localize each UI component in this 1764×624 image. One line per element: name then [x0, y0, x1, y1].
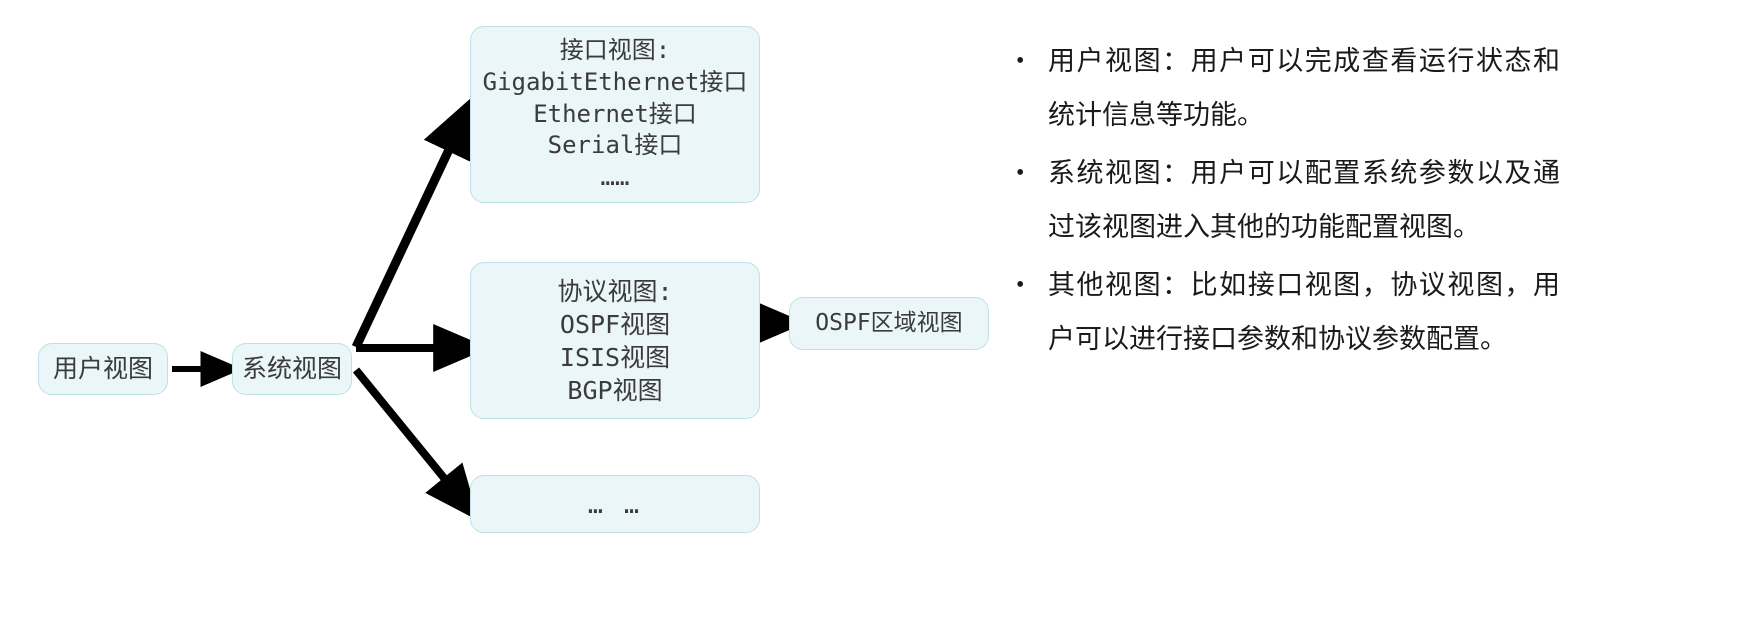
list-item: • 其他视图：比如接口视图，协议视图，用户可以进行接口参数和协议参数配置。	[1000, 258, 1560, 366]
node-system-view[interactable]: 系统视图	[232, 343, 352, 395]
node-interface-view[interactable]: 接口视图: GigabitEthernet接口 Ethernet接口 Seria…	[470, 26, 760, 203]
list-item: • 用户视图：用户可以完成查看运行状态和统计信息等功能。	[1000, 34, 1560, 142]
node-protocol-view[interactable]: 协议视图: OSPF视图 ISIS视图 BGP视图	[470, 262, 760, 419]
list-item: • 系统视图：用户可以配置系统参数以及通过该视图进入其他的功能配置视图。	[1000, 146, 1560, 254]
bullet-marker-icon: •	[1016, 272, 1025, 298]
bullet-text: 系统视图：用户可以配置系统参数以及通过该视图进入其他的功能配置视图。	[1048, 158, 1560, 242]
bullet-marker-icon: •	[1016, 160, 1025, 186]
node-ospf-area-view[interactable]: OSPF区域视图	[789, 297, 989, 350]
node-more-views[interactable]: … …	[470, 475, 760, 533]
bullet-text: 其他视图：比如接口视图，协议视图，用户可以进行接口参数和协议参数配置。	[1048, 270, 1560, 354]
bullet-list: • 用户视图：用户可以完成查看运行状态和统计信息等功能。 • 系统视图：用户可以…	[1000, 34, 1560, 370]
bullet-text: 用户视图：用户可以完成查看运行状态和统计信息等功能。	[1048, 46, 1560, 130]
node-user-view[interactable]: 用户视图	[38, 343, 168, 395]
arrow-system-to-interface	[351, 94, 476, 349]
arrow-system-to-more	[352, 367, 480, 522]
bullet-marker-icon: •	[1016, 48, 1025, 74]
